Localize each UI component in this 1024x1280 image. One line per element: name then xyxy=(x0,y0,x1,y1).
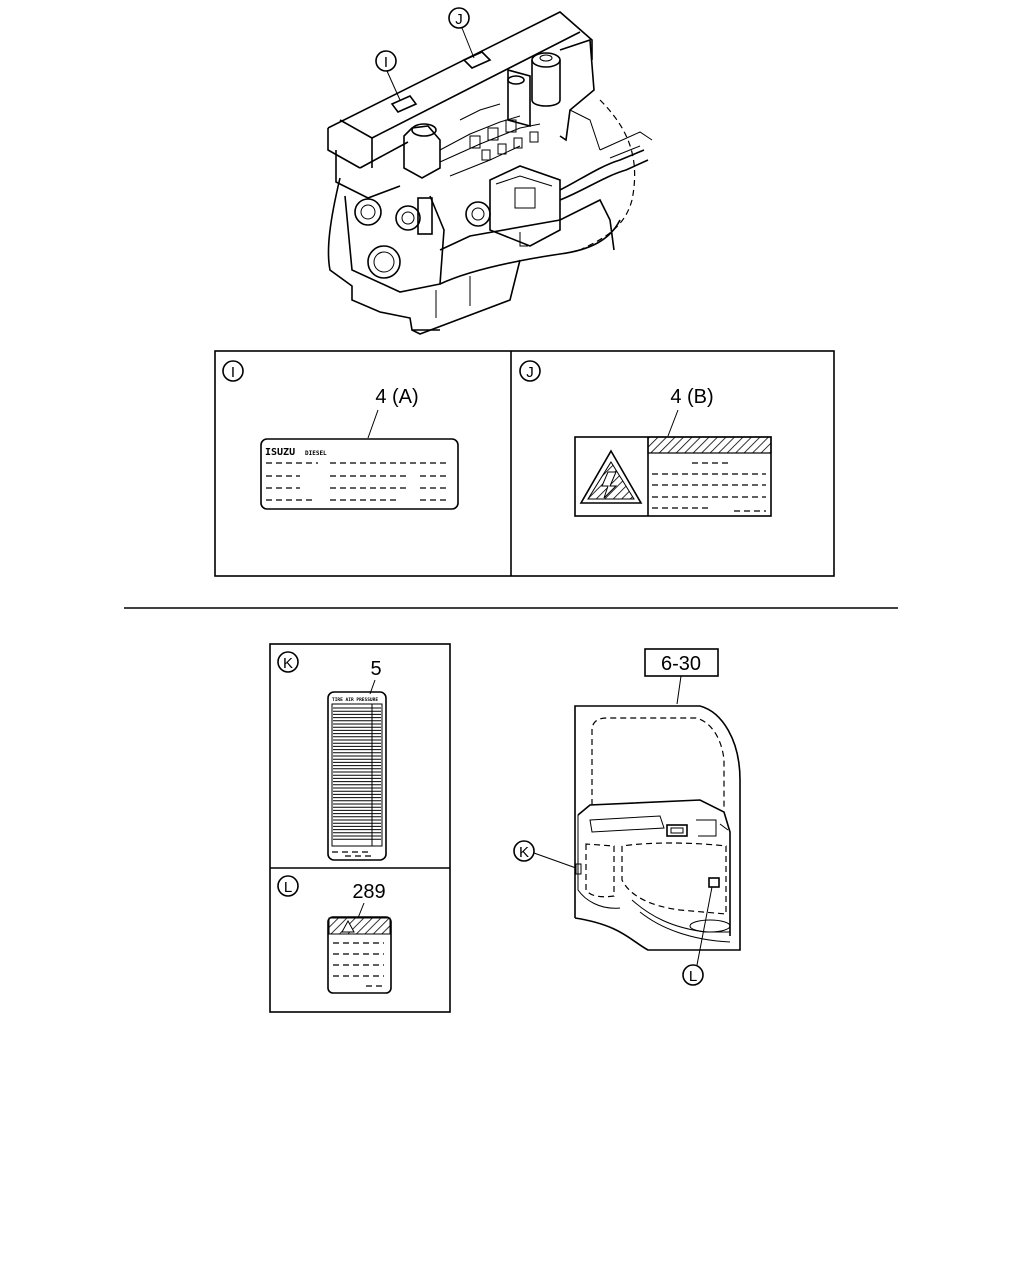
door-illustration: 6-30 K L xyxy=(513,648,741,986)
small-warning-icon xyxy=(341,919,355,933)
panel-j-letter: J xyxy=(526,364,534,381)
lightning-icon xyxy=(601,471,618,499)
warning-label-289 xyxy=(327,916,392,994)
door-ref-box-text: 6-30 xyxy=(661,653,701,675)
panel-k-letter: K xyxy=(283,655,293,672)
panels-ij-frame xyxy=(214,350,835,577)
label-k-header: TIRE AIR PRESSURE xyxy=(332,697,378,703)
panel-i: I 4 (A) ISUZU DIESEL xyxy=(222,360,459,510)
engine-illustration xyxy=(327,11,653,335)
panels-kl-frame xyxy=(269,643,451,1013)
tire-pressure-label-5 xyxy=(327,691,387,861)
engine-label-4a xyxy=(260,438,459,510)
engine-callout-i: I xyxy=(375,50,401,101)
panel-j-part-ref: 4 (B) xyxy=(670,386,713,408)
panel-k-part-ref: 5 xyxy=(370,658,381,680)
label-brand-sub: DIESEL xyxy=(305,450,327,457)
panel-l-letter: L xyxy=(284,879,292,896)
callout-i-letter: I xyxy=(384,54,388,71)
door-label-l-spot xyxy=(708,877,720,888)
panel-i-letter: I xyxy=(231,364,235,381)
callout-j-letter: J xyxy=(455,11,463,28)
warning-triangle-icon xyxy=(579,449,643,504)
panel-l-part-ref: 289 xyxy=(352,881,385,903)
panel-l: L 289 xyxy=(277,875,392,994)
ref-box xyxy=(644,648,719,677)
door-callout-l: L xyxy=(689,968,697,985)
panel-i-part-ref: 4 (A) xyxy=(375,386,418,408)
panel-k: K 5 TIRE AIR PRESSURE xyxy=(277,651,387,861)
label-brand: ISUZU xyxy=(265,447,295,458)
panel-j: J 4 (B) xyxy=(519,360,772,517)
door-callout-k: K xyxy=(519,844,529,861)
door-label-k-spot xyxy=(575,863,582,875)
engine-callout-j: J xyxy=(448,7,475,59)
